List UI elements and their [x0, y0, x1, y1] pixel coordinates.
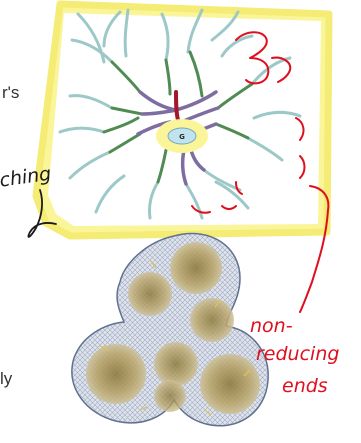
- branch-core-red: [176, 92, 178, 120]
- annotation-line-1: non-: [250, 315, 293, 337]
- annotation-line-2: reducing: [256, 343, 339, 365]
- annotation-line-3: ends: [282, 375, 328, 397]
- glycogenin-label: G: [179, 133, 185, 141]
- glycogen-granule-surface: [72, 234, 268, 426]
